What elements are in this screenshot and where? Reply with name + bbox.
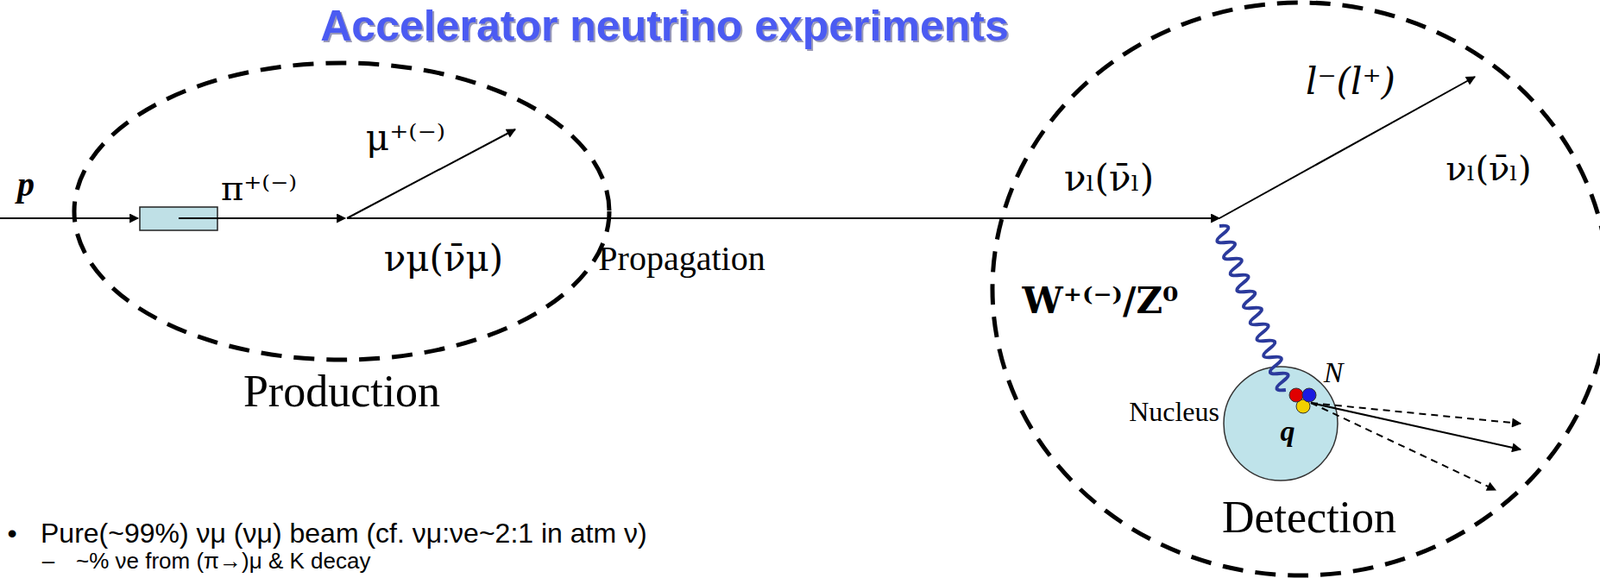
particle-label: νₗ(ν̄ₗ) — [1445, 148, 1531, 189]
quark-dot — [1289, 388, 1304, 403]
node-outline — [74, 62, 610, 360]
neutrino-track — [346, 217, 615, 220]
bullet-note: ~% νe from (π→)μ & K decay — [75, 548, 371, 575]
particle-label: π⁺⁽⁻⁾ — [220, 168, 297, 208]
node-label: Production — [243, 365, 441, 418]
nucleon-label: N — [1323, 355, 1344, 390]
hadron-track — [1310, 403, 1521, 424]
edge-label: Propagation — [598, 239, 765, 279]
bullet-mark: • — [6, 517, 17, 550]
hadron-track — [1310, 403, 1521, 450]
node-label: Nucleus — [1128, 396, 1220, 429]
node-label: Detection — [1222, 491, 1397, 544]
bullet-mark: – — [42, 548, 55, 575]
particle-label: νₗ(ν̄ₗ) — [1064, 157, 1154, 200]
beam-connector — [609, 217, 1220, 220]
proton-beam — [0, 217, 139, 220]
particle-label: l⁻(l⁺) — [1305, 61, 1396, 103]
boson-coil — [1216, 226, 1288, 391]
quark-dot — [1302, 388, 1317, 403]
particle-label: νμ(ν̄μ) — [384, 238, 504, 280]
boson-label: W⁺⁽⁻⁾/Z⁰ — [1022, 280, 1179, 322]
production-region: Production — [71, 60, 612, 363]
node-outline — [71, 60, 612, 363]
slide-title: Accelerator neutrino experiments — [320, 1, 1009, 52]
node-outline — [992, 2, 1600, 576]
particle-label: μ⁺⁽⁻⁾ — [365, 117, 446, 159]
pion-track — [217, 217, 346, 220]
particle-label: p — [17, 164, 35, 205]
target-line — [178, 217, 218, 220]
target — [139, 207, 218, 231]
hadron-track — [1310, 403, 1496, 491]
bullet-note: Pure(~99%) νμ (νμ) beam (cf. νμ:νe~2:1 i… — [40, 517, 648, 550]
quark-label: q — [1280, 414, 1296, 448]
